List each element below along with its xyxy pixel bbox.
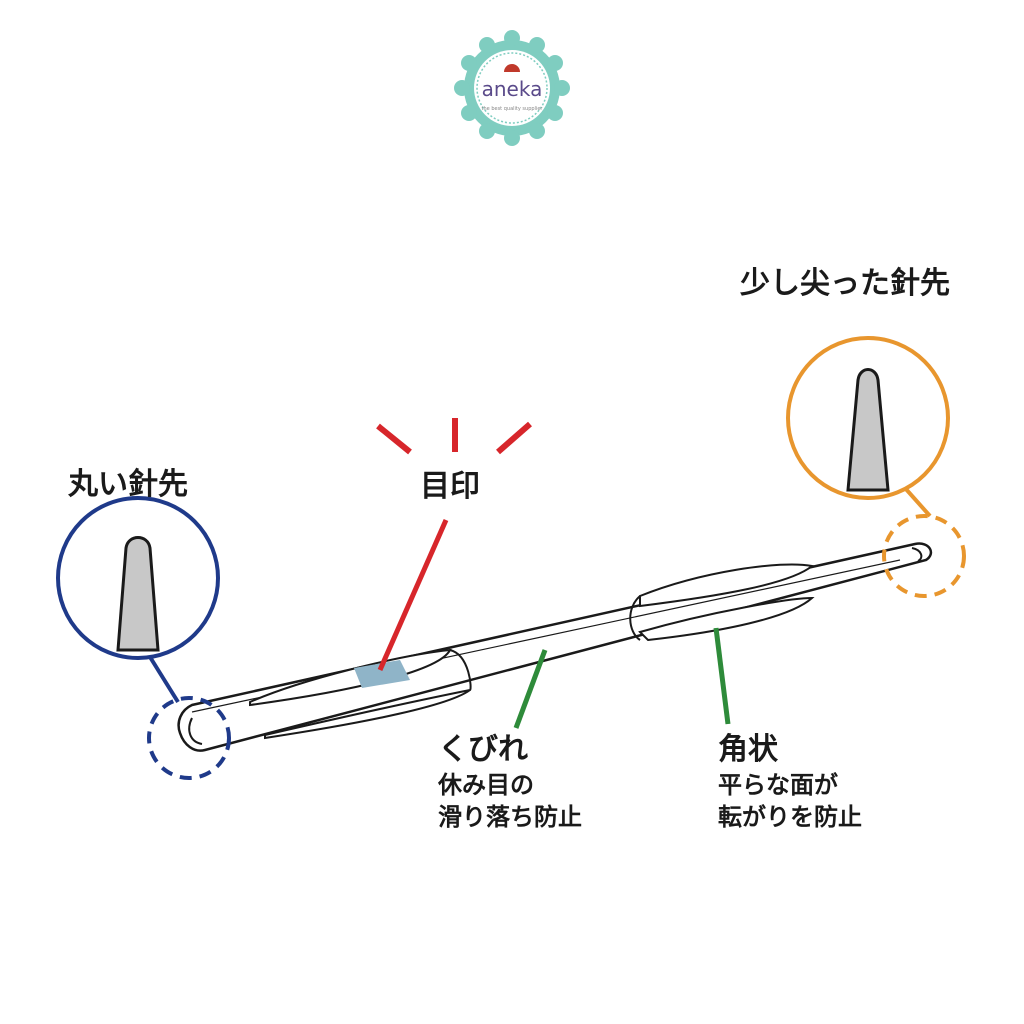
needle-tip-left xyxy=(188,717,203,745)
needle-outline xyxy=(177,542,933,752)
right-grip-cap xyxy=(629,595,641,641)
round-tip-label: 丸い針先 xyxy=(67,467,188,502)
waist-title: くびれ xyxy=(438,732,528,767)
waist-desc-line1: 休み目の xyxy=(437,771,534,799)
pointed-tip-target-ring xyxy=(882,514,966,598)
logo-seal-badge xyxy=(454,30,570,146)
pointed-tip-needle-icon xyxy=(846,368,890,492)
angular-title: 角状 xyxy=(718,732,779,767)
marker-label: 目印 xyxy=(420,469,480,504)
round-tip-target-ring xyxy=(147,696,231,780)
pointed-tip-callout: 少し尖った針先 xyxy=(740,266,966,598)
angular-desc-line1: 平らな面が xyxy=(718,771,838,799)
brand-logo: aneka the best quality supplier xyxy=(454,30,570,146)
angular-desc-line2: 転がりを防止 xyxy=(718,803,862,831)
round-tip-connector xyxy=(148,655,180,704)
waist-callout: くびれ 休み目の 滑り落ち防止 xyxy=(437,649,582,831)
right-grip-lower xyxy=(638,596,815,642)
marker-ray-left xyxy=(376,423,412,455)
round-tip-needle-icon xyxy=(116,536,160,652)
needle-tip-right xyxy=(911,547,923,562)
waist-pointer-line xyxy=(513,649,548,729)
left-grip-cap xyxy=(449,649,472,691)
angular-pointer-line xyxy=(713,627,731,725)
needle xyxy=(177,542,933,752)
logo-tagline-text: the best quality supplier xyxy=(482,106,544,112)
marker-ray-right xyxy=(496,421,532,455)
round-tip-callout: 丸い針先 xyxy=(56,467,231,780)
left-grip-lower xyxy=(264,689,471,740)
pointed-tip-label: 少し尖った針先 xyxy=(740,266,950,301)
marker-pointer-line xyxy=(377,518,449,672)
angular-callout: 角状 平らな面が 転がりを防止 xyxy=(713,627,862,831)
waist-desc-line2: 滑り落ち防止 xyxy=(438,803,582,831)
pointed-tip-connector xyxy=(903,486,932,518)
logo-brand-text: aneka xyxy=(482,77,543,101)
right-grip-upper xyxy=(639,563,815,608)
marker-callout: 目印 xyxy=(376,418,532,672)
marker-patch xyxy=(354,660,410,688)
logo-mark-icon xyxy=(504,64,520,72)
